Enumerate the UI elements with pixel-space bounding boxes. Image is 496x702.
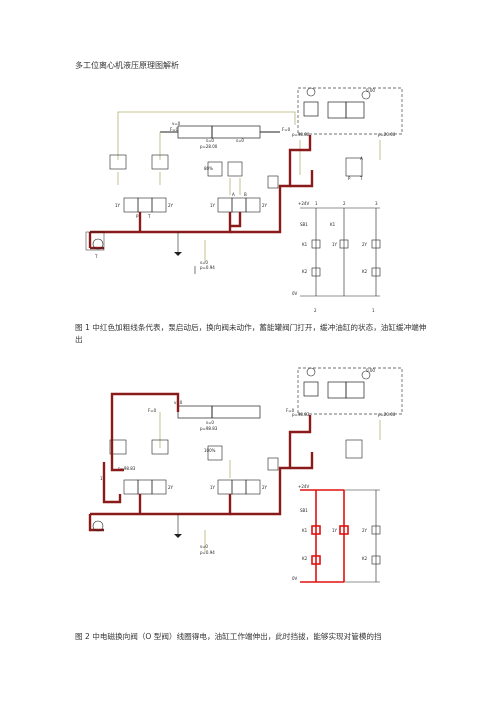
pressure-label: p=0.94 (200, 265, 215, 270)
directional-valve-left (123, 197, 167, 213)
port-label: A (232, 192, 235, 197)
gauge-icon (306, 87, 316, 97)
port-label: T (147, 214, 151, 219)
relay-label: K1 (302, 528, 308, 533)
coil-label: 1Y (332, 242, 338, 247)
voltage-label: 0V (292, 576, 298, 581)
coil-label: 1Y (115, 203, 121, 208)
value-label: 0.00 (366, 368, 375, 373)
relief-valve-icon (109, 154, 127, 170)
active-oil-path (88, 392, 314, 532)
pressure-label: p=98.83 (200, 426, 218, 431)
coil-label: 2Y (168, 203, 174, 208)
gauge-icon (361, 370, 371, 380)
check-valve-icon (267, 175, 279, 189)
velocity-label: v=0 (172, 121, 181, 126)
relief-valve-icon (151, 154, 169, 170)
energized-circuit (300, 489, 349, 583)
port-label: P (348, 176, 351, 181)
coil-label: 2Y (168, 485, 174, 490)
relay-label: K2 (302, 269, 308, 274)
pump-icon (92, 520, 104, 532)
relief-valve-icon (227, 161, 243, 177)
relay-label: K2 (362, 556, 368, 561)
active-oil-path (88, 135, 314, 250)
valve-box (327, 101, 347, 119)
relay-label: K2 (302, 556, 308, 561)
force-label: F=0 (286, 408, 295, 413)
rung-label: 1 (372, 308, 375, 313)
percent-label: 80% (204, 166, 213, 171)
port-label: B (244, 192, 247, 197)
pressure-label: p=98.83 (118, 466, 136, 471)
force-label: F=0 (170, 127, 179, 132)
pump-icon (92, 238, 104, 250)
force-label: F=0 (282, 127, 291, 132)
rung-label: 1 (315, 201, 318, 206)
electric-circuit (300, 207, 381, 297)
coil-label: 2Y (262, 203, 268, 208)
stroke-label: s=0 (200, 544, 208, 549)
pressure-label: p=20.00 (378, 132, 396, 137)
port-label: T (94, 254, 98, 259)
pressure-label: p=28.00 (200, 144, 218, 149)
coil-label: 2Y (262, 485, 268, 490)
pressure-label: p=20.00 (378, 412, 396, 417)
cylinder-icon (177, 125, 261, 139)
coil-label: 1Y (210, 485, 216, 490)
valve-box (303, 101, 319, 117)
port-label: T (359, 176, 363, 181)
pressure-valve-icon (345, 157, 363, 177)
port-label: A (360, 156, 363, 161)
diagram-2: 0.00 v=0 F=0 F=0 s=0 p=98.83 p=20.00 p=9… (88, 367, 403, 583)
gauge-icon (361, 90, 371, 100)
dashed-block (297, 367, 403, 415)
coil-label: 2Y (362, 242, 368, 247)
diagram-1: 0.00 v=0 F=0 F=0 s=0 s=0 p=28.00 p=98.80… (85, 87, 403, 313)
coil-label: 1Y (210, 203, 216, 208)
port-label: P (136, 214, 139, 219)
dashed-block (297, 87, 403, 135)
rung-label: 2 (314, 308, 317, 313)
switch-label: SB1 (300, 222, 308, 227)
relay-label: K2 (362, 269, 368, 274)
pressure-label: p=98.83 (292, 412, 310, 417)
relay-label: K1 (330, 222, 336, 227)
relay-label: K1 (302, 242, 308, 247)
page-title: 多工位离心机液压原理图解析 (75, 61, 179, 70)
stroke-label: s=0 (200, 260, 208, 265)
coil-label: 2Y (362, 528, 368, 533)
force-label: F=0 (148, 408, 157, 413)
cylinder-icon (177, 405, 261, 419)
voltage-label: +24V (298, 201, 309, 206)
directional-valve-right (217, 197, 261, 213)
stroke-label: s=0 (236, 138, 244, 143)
figure-2-caption: 图 2 中电磁换向阀（O 型阀）线圈得电，油缸工作端伸出，此时挡拔，能够实现对管… (75, 632, 382, 641)
figure-1-caption: 图 1 中红色加粗线条代表，泵启动后，换向阀未动作，蓄能罐阀门打开，缓冲油缸的状… (75, 323, 427, 344)
valve-box (345, 101, 365, 119)
relief-valve-icon (207, 161, 223, 177)
stroke-label: s=0 (206, 420, 214, 425)
coil-label: 1Y (100, 476, 106, 481)
rung-label: 3 (375, 201, 378, 206)
value-label: 0.00 (366, 88, 375, 93)
voltage-label: 0V (292, 291, 298, 296)
gauge-icon (306, 367, 316, 377)
rung-label: 2 (343, 201, 346, 206)
coil-label: 1Y (332, 528, 338, 533)
switch-label: SB1 (300, 508, 308, 513)
pressure-label: p=0.94 (200, 550, 215, 555)
stroke-label: s=0 (206, 138, 214, 143)
voltage-label: +24V (298, 484, 309, 489)
pressure-label: p=98.80 (292, 132, 310, 137)
percent-label: 100% (204, 448, 216, 453)
